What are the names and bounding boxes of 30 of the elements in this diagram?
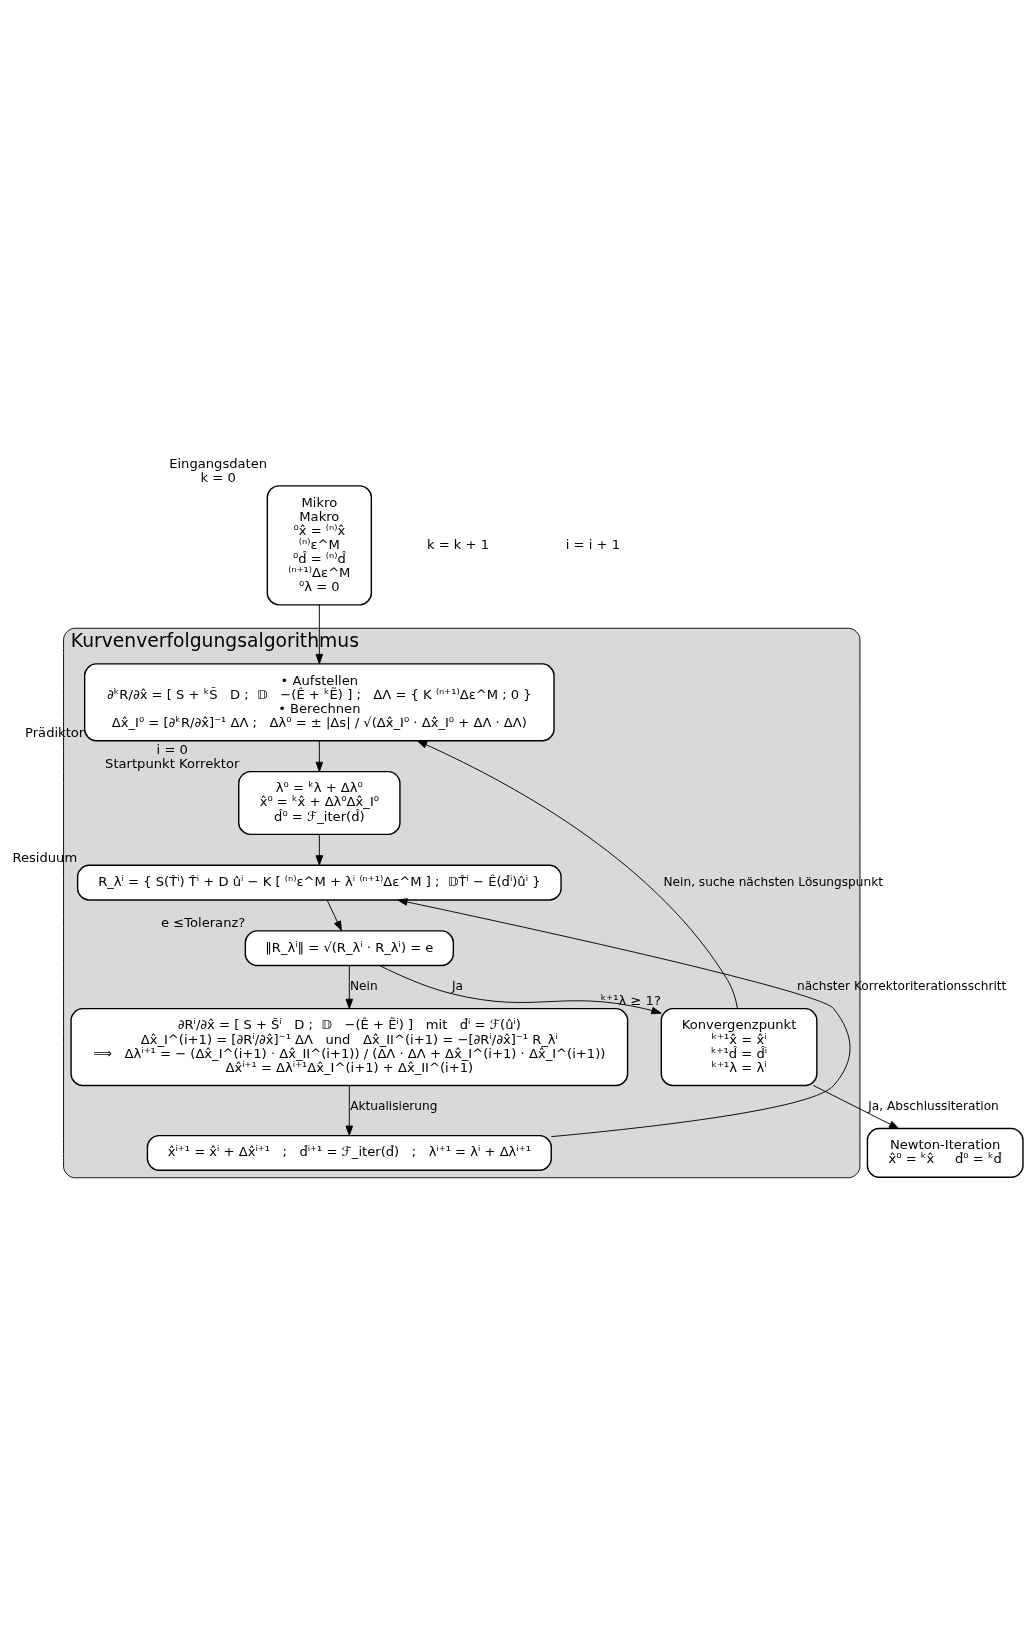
node-box: λ⁰ = ᵏλ + Δλ⁰ x̂⁰ = ᵏx̂ + Δλ⁰Δx̂_I⁰ d̂⁰ = ℱ_iter(d̂)	[238, 770, 401, 835]
arrow	[315, 739, 324, 772]
label: i = i + 1	[565, 536, 621, 552]
node-label: Eingangsdaten	[169, 455, 268, 471]
edge-label: Nein, suche nächsten Lösungspunkt	[663, 874, 884, 889]
node-box: • Aufstellen ∂ᵏR/∂x̂ = [ S + ᵏS̃ D ; 𝔻 −(Ê + ᵏẼ) ] ; ΔΛ = { K ⁽ⁿ⁺¹⁾Δε^M ; 0 } • Berechnen Δx̂_I⁰ = [∂ᵏR/∂x̂]⁻¹ ΔΛ ; Δλ⁰ = ± |Δs| / √(Δx̂_I⁰ · Δx̂_I⁰ + ΔΛ · ΔΛ)	[83, 662, 555, 741]
node-box: ∂Rⁱ/∂x̂ = [ S + S̃ⁱ D ; 𝔻 −(Ê + Ẽⁱ) ] mit d̂ⁱ = ℱ(ûⁱ) Δx̂_I^(i+1) = [∂Rⁱ/∂x̂]⁻¹ ΔΛ und Δx̂_II^(i+1) = −[∂Rⁱ/∂x̂]⁻¹ R_λⁱ ⟹ Δλⁱ⁺¹ = − (Δx̂_I^(i+1) · Δx̂_II^(i+1)) / (ΔΛ · ΔΛ + Δx̂_I^(i+1) · Δx̂_I^(i+1)) Δx̂ⁱ⁺¹ = Δλⁱ⁺¹Δx̂_I^(i+1) + Δx̂_II^(i+1)	[70, 1007, 629, 1086]
arrow	[345, 1084, 354, 1136]
edge-label: Ja	[452, 978, 464, 993]
arrow	[416, 739, 738, 1009]
label: k = k + 1	[426, 536, 490, 552]
edge-label: Ja, Abschlussiteration	[868, 1098, 999, 1113]
node-box: x̂ⁱ⁺¹ = x̂ⁱ + Δx̂ⁱ⁺¹ ; d̂ⁱ⁺¹ = ℱ_iter(d̂) ; λⁱ⁺¹ = λⁱ + Δλⁱ⁺¹	[146, 1134, 552, 1171]
edge-label: Aktualisierung	[350, 1098, 438, 1113]
node-box: Newton-Iteration x̂⁰ = ᵏx̂ d̂⁰ = ᵏd̂	[866, 1127, 1024, 1178]
node-box: R_λⁱ = { S(T̂ⁱ) T̂ⁱ + D ûⁱ − K [ ⁽ⁿ⁾ε^M + λⁱ ⁽ⁿ⁺¹⁾Δε^M ] ; 𝔻T̂ⁱ − Ê(d̂ⁱ)ûⁱ }	[76, 864, 562, 901]
node-box: Konvergenzpunkt ᵏ⁺¹x̂ = x̂ⁱ ᵏ⁺¹d̂ = d̂ⁱ ᵏ⁺¹λ = λⁱ	[660, 1007, 818, 1086]
arrow	[397, 897, 851, 1137]
edge-label: Nein	[350, 978, 378, 993]
node-box: ‖R_λⁱ‖ = √(R_λⁱ · R_λⁱ) = e	[244, 929, 455, 966]
arrow	[379, 964, 662, 1014]
node-box: Mikro Makro ⁰x̂ = ⁽ⁿ⁾x̂ ⁽ⁿ⁾ε^M ⁰d̂ = ⁽ⁿ⁾d̂ ⁽ⁿ⁺¹⁾Δε^M ⁰λ = 0	[266, 484, 373, 606]
node-label: Startpunkt Korrektor	[105, 755, 240, 771]
arrow	[315, 833, 324, 865]
arrow	[345, 964, 354, 1009]
node-label: i = 0	[156, 741, 188, 757]
node-label: e ≤Toleranz?	[161, 914, 246, 930]
node-label: ᵏ⁺¹λ ≥ 1?	[600, 992, 661, 1008]
arrow	[326, 899, 342, 931]
arrow	[813, 1084, 900, 1129]
